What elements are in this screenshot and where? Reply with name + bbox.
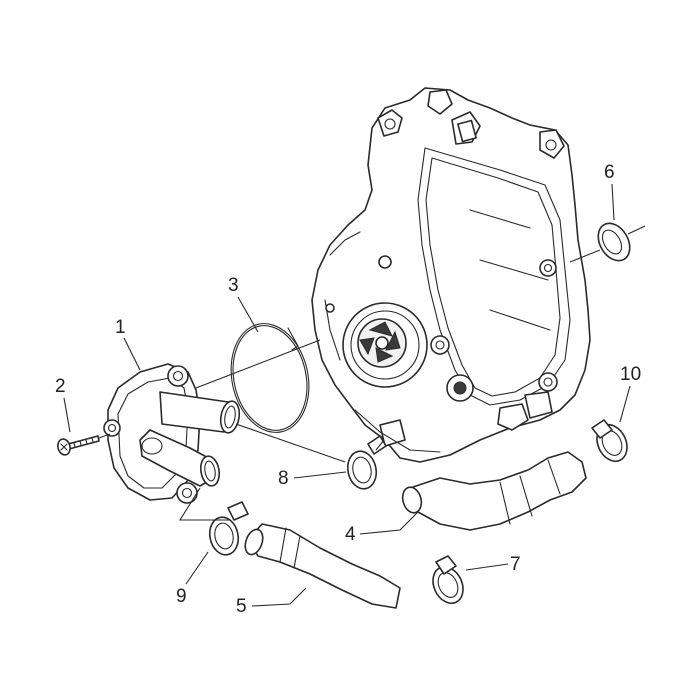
callout-2: 2 xyxy=(55,376,71,433)
callout-3: 3 xyxy=(228,275,259,333)
hose-clamp-7 xyxy=(432,555,464,605)
callout-5: 5 xyxy=(236,587,307,617)
screw xyxy=(57,433,111,456)
callout-number: 4 xyxy=(345,524,356,545)
callout-7: 7 xyxy=(465,554,521,575)
callout-4: 4 xyxy=(345,511,419,545)
callout-number: 9 xyxy=(176,586,187,607)
callout-number: 10 xyxy=(620,364,641,385)
callout-number: 1 xyxy=(115,317,126,338)
callout-9: 9 xyxy=(176,551,209,607)
hose-lower xyxy=(244,523,401,609)
callout-number: 2 xyxy=(55,376,66,397)
callout-number: 7 xyxy=(510,554,521,575)
o-ring xyxy=(230,323,310,433)
callout-1: 1 xyxy=(115,317,141,371)
assembly-lines xyxy=(179,339,385,521)
callout-number: 5 xyxy=(236,596,247,617)
oil-seal xyxy=(569,222,646,263)
callout-number: 3 xyxy=(228,275,239,296)
callout-number: 8 xyxy=(278,468,289,489)
engine-cover xyxy=(311,87,591,463)
impeller-icon xyxy=(359,321,401,363)
callout-number: 6 xyxy=(604,162,615,183)
water-pump-cover xyxy=(103,363,241,504)
hose-clamp-10 xyxy=(591,419,628,463)
callout-6: 6 xyxy=(604,162,615,221)
callout-8: 8 xyxy=(278,468,347,489)
hose-clamp-8 xyxy=(346,435,387,490)
callout-10: 10 xyxy=(619,364,641,423)
hose-clamp-9 xyxy=(208,501,249,556)
hose-to-engine xyxy=(401,451,587,531)
